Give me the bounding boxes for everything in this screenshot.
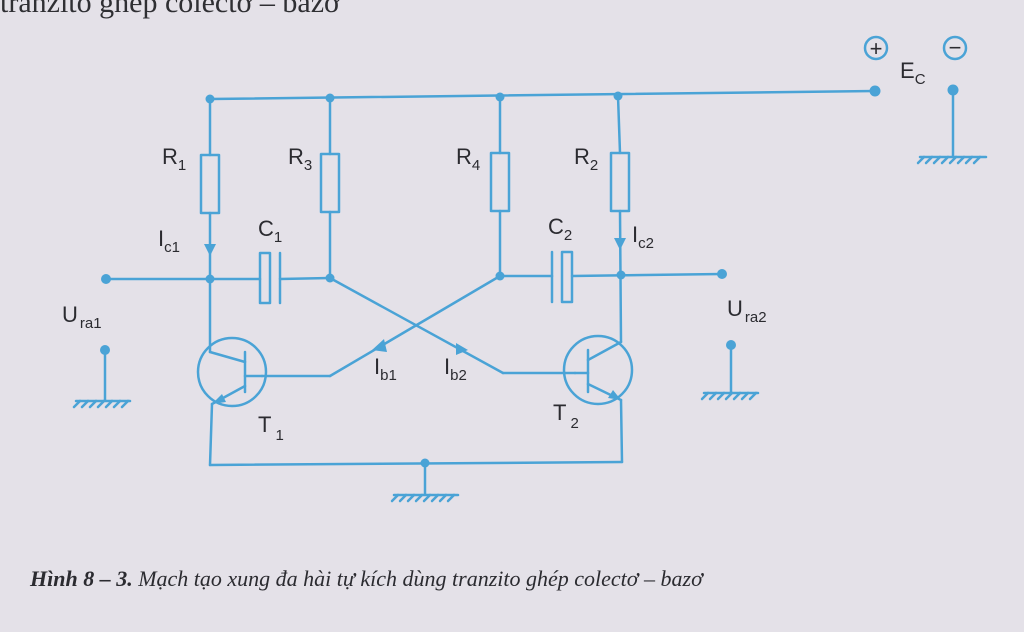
wire-r2-collector	[618, 209, 623, 344]
figure-caption: Hình 8 – 3. Mạch tạo xung đa hài tự kích…	[30, 566, 703, 592]
ground-rail	[208, 460, 624, 467]
arrow-ib1	[372, 339, 387, 352]
label-ic1: Ic1	[158, 226, 180, 256]
ground-symbol-ura2	[700, 391, 760, 401]
minus-sign: −	[949, 35, 962, 60]
label-ib2: Ib2	[444, 354, 467, 384]
minus-sign-circle	[942, 35, 968, 61]
plus-sign-circle	[863, 35, 889, 61]
plus-sign: +	[870, 36, 883, 61]
header-fragment: tranzito ghép colectơ – bazơ	[0, 0, 340, 19]
ura2-terminal	[717, 269, 727, 279]
wire-c2-ura2	[570, 272, 724, 278]
label-ib1: Ib1	[374, 354, 397, 384]
label-ec: EC	[900, 58, 926, 88]
ground-symbol-ura1	[72, 399, 132, 409]
ec-plus-terminal	[869, 85, 881, 97]
supply-rail	[208, 89, 877, 101]
arrow-ic1	[204, 244, 216, 256]
resistor-r4	[489, 151, 511, 213]
label-c2: C2	[548, 214, 572, 244]
label-c1: C1	[258, 216, 282, 246]
ground-symbol-ec	[916, 155, 988, 165]
label-ic2: Ic2	[632, 222, 654, 252]
ground-symbol-main	[390, 493, 460, 503]
ura1-terminal	[101, 274, 111, 284]
caption-number: Hình 8 – 3.	[30, 566, 133, 591]
wire-t1-emitter	[208, 402, 214, 467]
wire-c1-r3	[278, 276, 332, 281]
resistor-r1	[199, 153, 221, 215]
arrow-ib2	[456, 343, 468, 355]
capacitor-c2-plate-b	[560, 250, 574, 304]
transistor-t2	[562, 334, 634, 406]
transistor-t1	[196, 336, 268, 408]
resistor-r2	[609, 151, 631, 213]
resistor-r3	[319, 152, 341, 214]
label-r2: R2	[574, 144, 598, 174]
label-r3: R3	[288, 144, 312, 174]
wire-t2-emitter	[619, 398, 624, 464]
label-r1: R1	[162, 144, 186, 174]
caption-text: Mạch tạo xung đa hài tự kích dùng tranzi…	[132, 566, 703, 591]
wire-cross-ib1	[328, 274, 502, 378]
arrow-ic2	[614, 238, 626, 250]
wire-r2-top	[616, 94, 622, 155]
capacitor-c1-plate-a	[258, 251, 272, 305]
label-r4: R4	[456, 144, 480, 174]
